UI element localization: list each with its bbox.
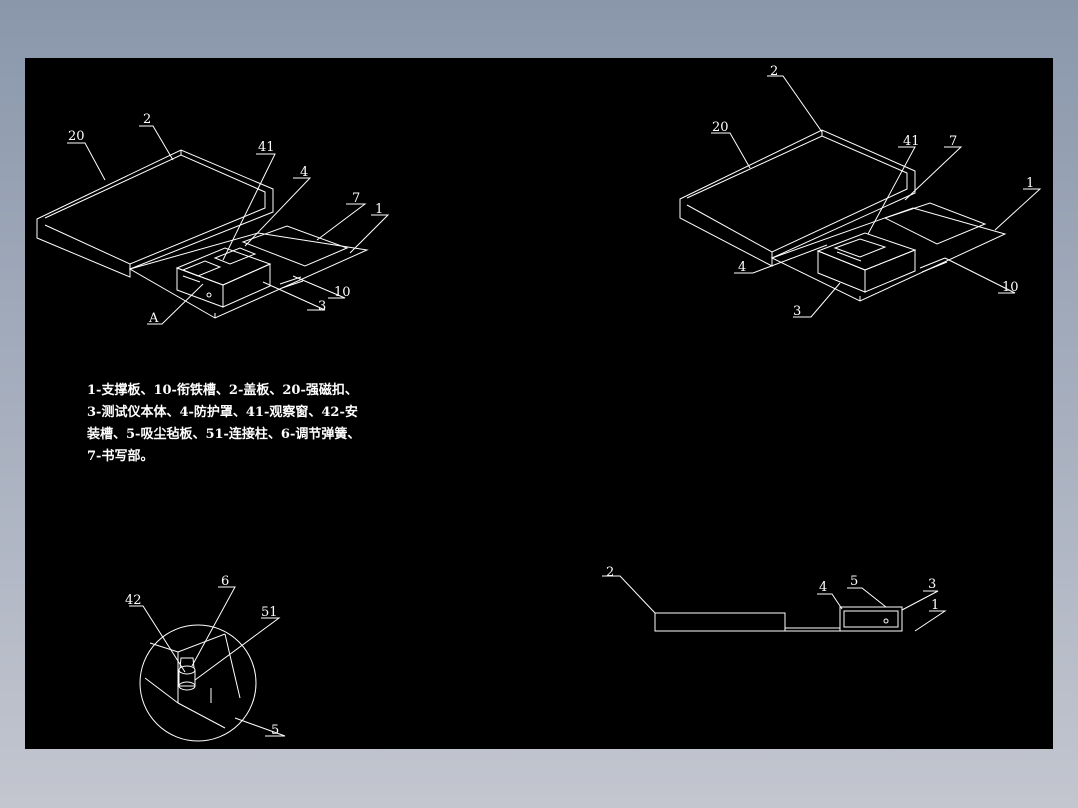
writing-area-7-v2 [885, 203, 985, 244]
legend-line: 3-测试仪本体、4-防护罩、41-观察窗、42-安 [87, 405, 358, 420]
legend-line: 7-书写部。 [87, 449, 154, 464]
cad-viewport[interactable]: 20 2 41 4 7 1 10 3 A [25, 58, 1053, 749]
label-41: 41 [258, 140, 275, 155]
label-7: 7 [352, 191, 360, 206]
detail-view-a: 6 42 51 5 [125, 574, 285, 741]
label-1-v2: 1 [1026, 176, 1034, 191]
labels-view-1: 20 2 41 4 7 1 10 3 A [68, 112, 383, 326]
label-7-v2: 7 [949, 134, 957, 149]
label-A: A [148, 311, 159, 326]
label-41-v2: 41 [903, 134, 920, 149]
leaders-side [602, 576, 945, 631]
label-2: 2 [143, 112, 151, 127]
label-3-side: 3 [928, 577, 936, 592]
label-10-v2: 10 [1002, 280, 1019, 295]
isometric-view-1: 20 2 41 4 7 1 10 3 A [37, 112, 388, 326]
tester-body-3 [177, 248, 270, 307]
leaders-view-2 [711, 76, 1040, 317]
labels-view-2: 2 20 41 7 1 4 10 3 [712, 64, 1034, 319]
label-4: 4 [300, 165, 308, 180]
label-51-detail: 51 [261, 605, 278, 620]
label-1-side: 1 [931, 598, 939, 613]
label-4-side: 4 [819, 580, 827, 595]
parts-legend: 1-支撑板、10-衔铁槽、2-盖板、20-强磁扣、 3-测试仪本体、4-防护罩、… [87, 380, 447, 468]
label-4-v2: 4 [738, 260, 746, 275]
label-3: 3 [318, 299, 326, 314]
leaders-detail [129, 587, 285, 736]
label-2-v2: 2 [770, 64, 778, 79]
label-6-detail: 6 [221, 574, 229, 589]
support-plate-1-v2 [772, 208, 1005, 301]
leaders-view-1 [67, 126, 388, 324]
cover-plate-2 [37, 150, 273, 277]
label-5-detail: 5 [271, 723, 279, 738]
cad-drawing: 20 2 41 4 7 1 10 3 A [25, 64, 1053, 749]
protective-cover-4 [215, 248, 255, 264]
label-42-detail: 42 [125, 593, 142, 608]
labels-detail: 6 42 51 5 [125, 574, 279, 738]
writing-area-7 [243, 226, 347, 266]
tester-body-3-v2 [818, 233, 915, 292]
cover-plate-2-v2 [680, 130, 915, 266]
armature-slot-10-v2 [920, 258, 947, 272]
label-2-side: 2 [606, 565, 614, 580]
label-20-v2: 20 [712, 120, 729, 135]
support-plate-1 [130, 233, 367, 318]
legend-line: 装槽、5-吸尘毡板、51-连接柱、6-调节弹簧、 [87, 427, 361, 442]
label-1: 1 [375, 202, 383, 217]
label-20: 20 [68, 129, 85, 144]
spring-6 [178, 658, 196, 691]
label-3-v2: 3 [793, 304, 801, 319]
label-5-side: 5 [850, 574, 858, 589]
labels-side: 2 4 5 3 1 [606, 565, 939, 613]
side-view: 2 4 5 3 1 [602, 565, 945, 632]
isometric-view-2: 2 20 41 7 1 4 10 3 [680, 64, 1040, 319]
label-10: 10 [334, 285, 351, 300]
legend-line: 1-支撑板、10-衔铁槽、2-盖板、20-强磁扣、 [87, 383, 358, 398]
